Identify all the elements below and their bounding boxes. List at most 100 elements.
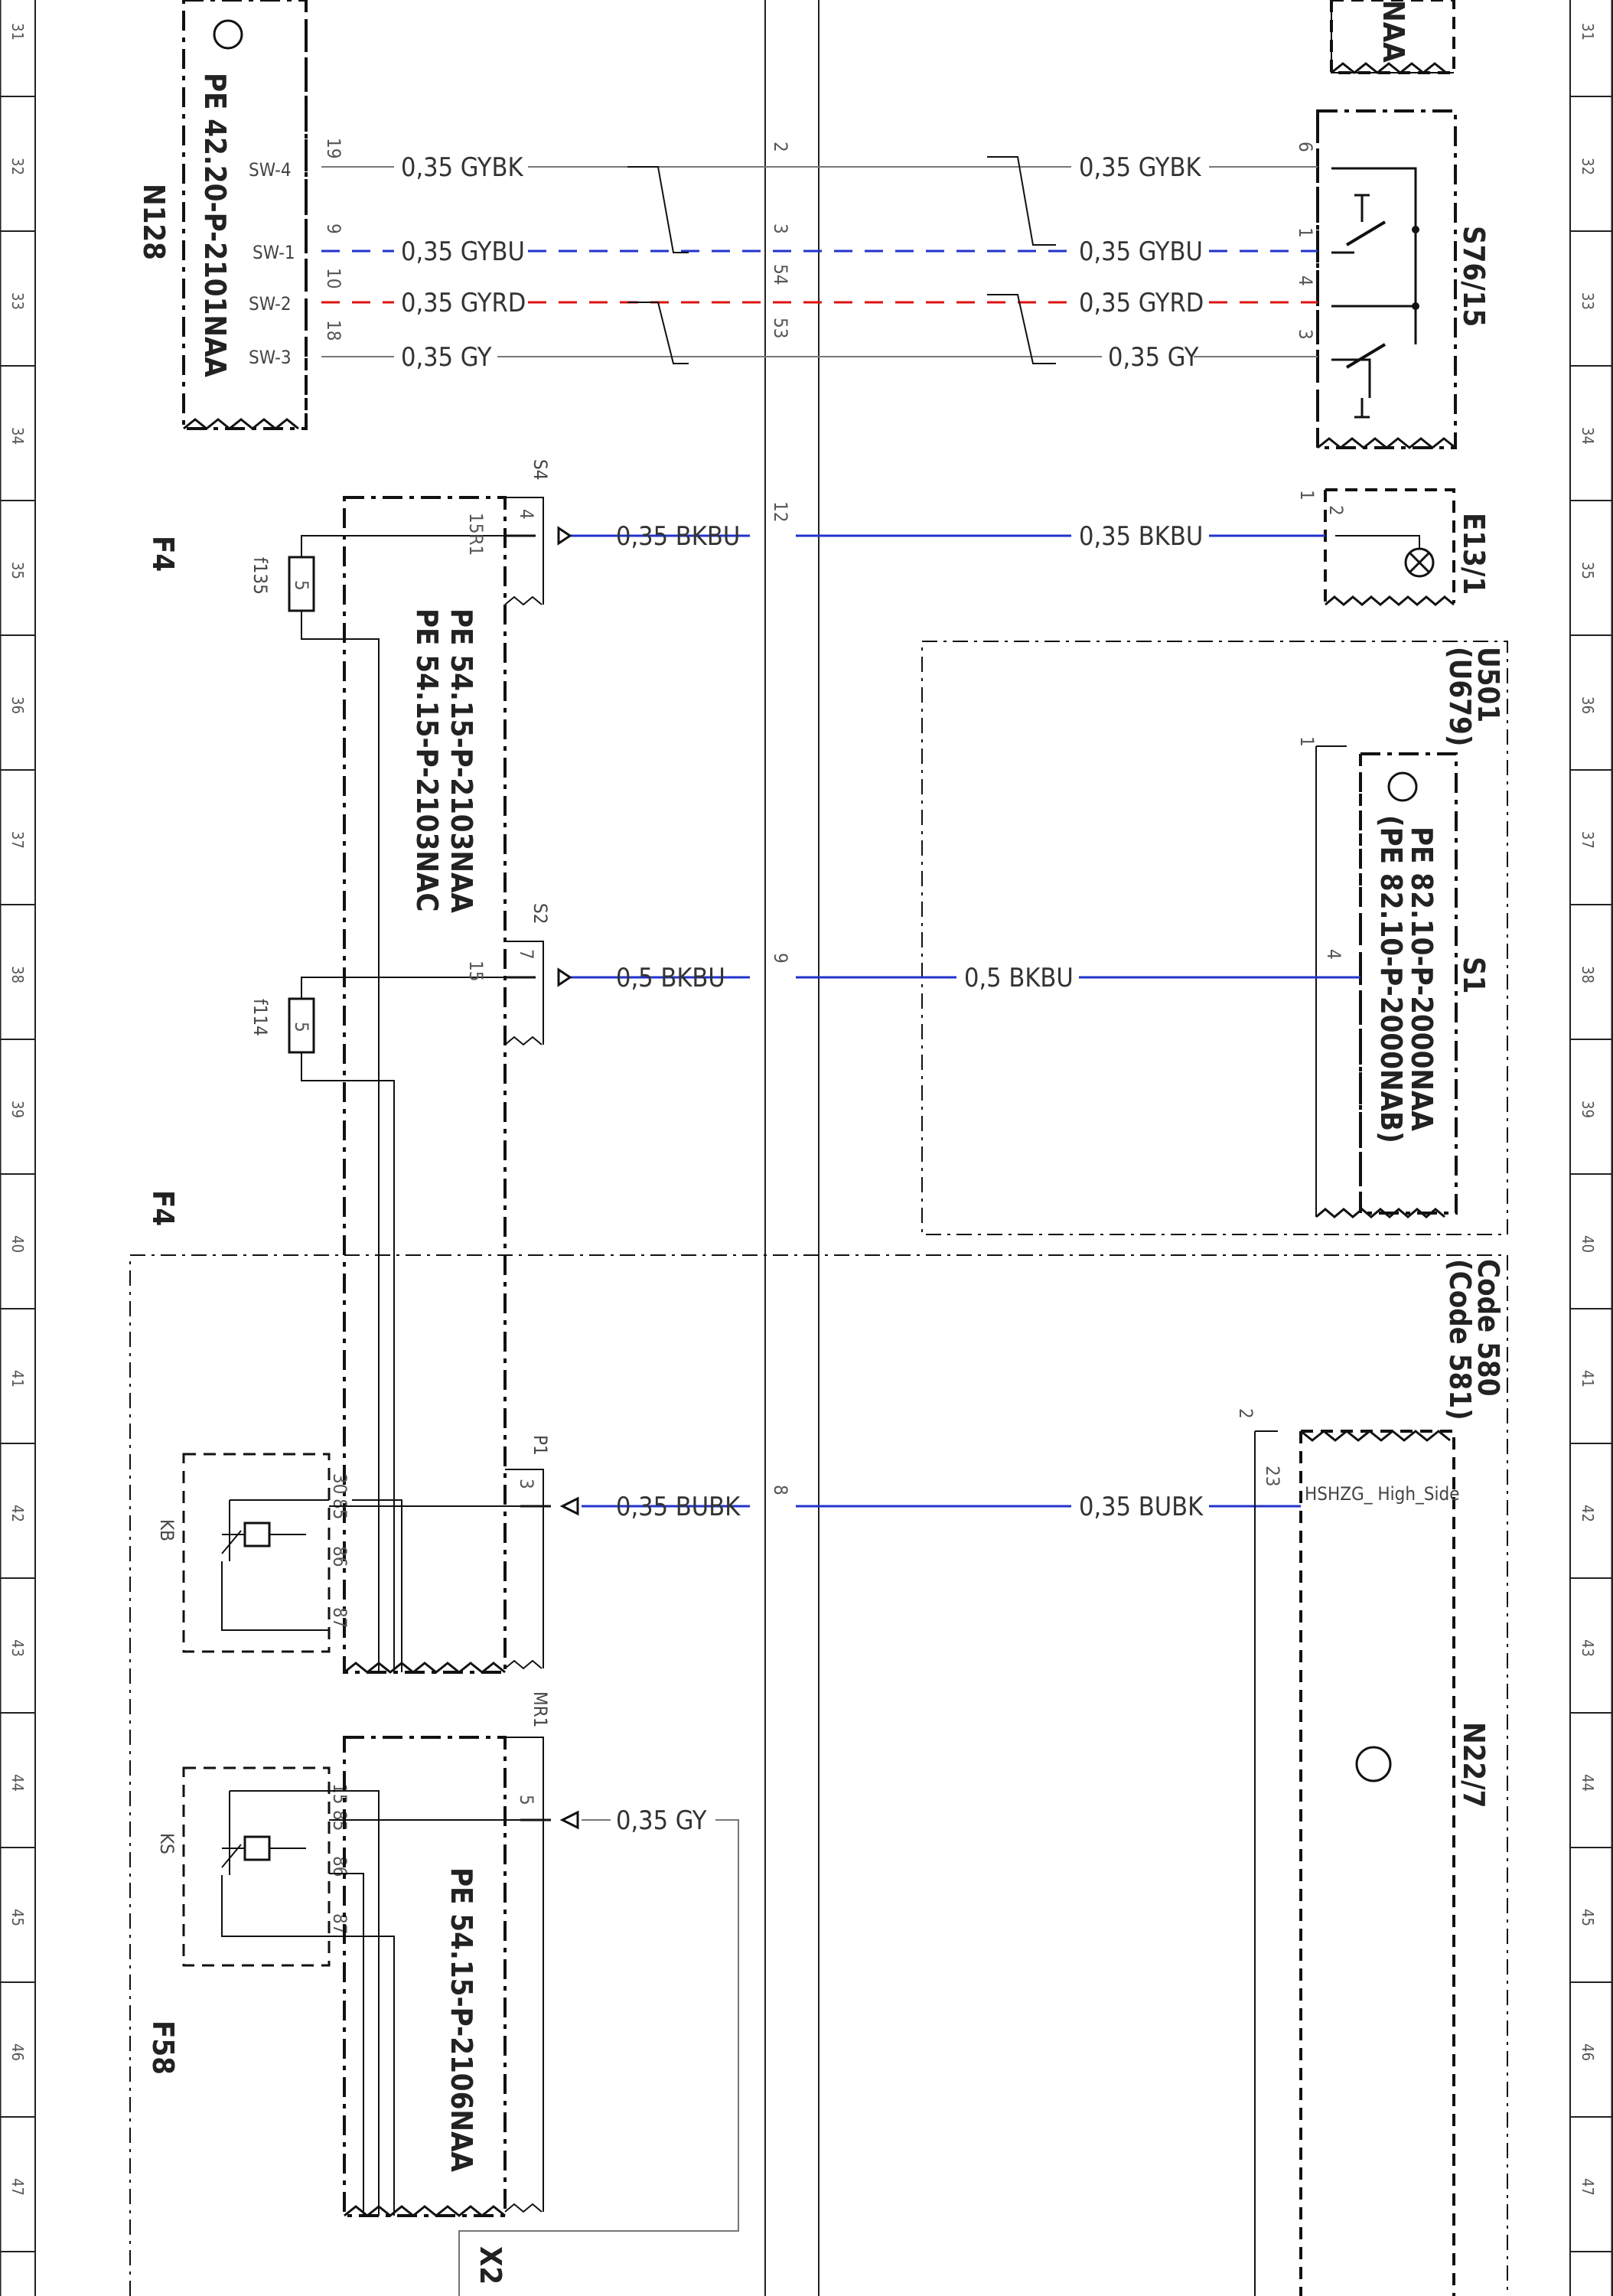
sep-pin-2: 2 [770,142,791,152]
relay-ks-pin-15: 15 [329,1783,350,1804]
u501-area: U501 (U679) [921,641,1508,1235]
relay-kb-pin-85: 85 [329,1499,350,1519]
grid-row-label: 35 [8,562,27,579]
grid-row-label: 31 [8,23,27,41]
x2-fragment-label: X2 [474,2246,507,2285]
relay-kb-pin-86: 86 [329,1546,350,1567]
grid-row-label: 37 [1579,831,1597,849]
grid-row-label: 42 [1579,1505,1597,1522]
sep-pin-12: 12 [770,501,791,522]
top-right-fragment-label: NAA [1377,0,1410,63]
grid-row-label: 39 [1579,1101,1597,1118]
f4-terminal-15: 15 [465,960,487,981]
f58-ref: F58 [146,2020,180,2075]
wire-label-bkbu1-left: 0,35 BKBU [616,521,740,552]
e13-1-ref: E13/1 [1457,513,1491,595]
grid-row-label: 38 [1579,966,1597,983]
n22-7-module: N22/7 2 23 HSHZG_ High_Side [1235,1408,1491,2296]
s1-module: S1 PE 82.10-P-2000NAA (PE 82.10-P-2000NA… [1296,736,1491,1218]
top-right-module-fragment: NAA [1330,0,1455,74]
grid-row-label: 31 [1579,23,1597,41]
wire-label-gyrd-right: 0,35 GYRD [1079,288,1204,318]
connector-s2-pin: 7 [516,949,537,960]
relay-kb: KB 30 85 86 87 [156,1453,350,1653]
wire-label-bubk-right: 0,35 BUBK [1079,1492,1204,1522]
n22-7-ref: N22/7 [1457,1722,1491,1808]
transistor-icon [213,19,243,50]
u501-alt: (U679) [1443,647,1477,746]
grid-row-label: 33 [1579,292,1597,310]
s76-15-pin-3: 3 [1295,329,1316,340]
grid-row-label: 44 [8,1774,27,1792]
grid-row-label: 40 [8,1235,27,1253]
n22-7-pin-label: HSHZG_ High_Side [1305,1483,1460,1505]
f4-top-ref: F4 [146,536,180,572]
grid-row-label: 41 [1579,1370,1597,1388]
grid-row-label: 34 [1579,427,1597,445]
connector-mr1-ref: MR1 [530,1691,551,1727]
wire-label-bkbu1-right: 0,35 BKBU [1079,521,1203,552]
grid-row-label: 36 [1579,696,1597,714]
sep-pin-54: 54 [770,264,791,285]
relay-kb-pin-30: 30 [329,1473,350,1494]
connector-s4-ref: S4 [530,459,551,480]
n128-pin-19: 19 [323,138,344,158]
f4-terminal-15r1: 15R1 [465,513,487,556]
connector-s4: S4 4 [504,459,572,606]
f4-fuse-box-top: F4 PE 54.15-P-2103NAA PE 54.15-P-2103NAC… [146,496,520,1674]
connector-s2-ref: S2 [530,903,551,924]
s76-15-pin-4: 4 [1295,276,1316,286]
relay-kb-ref: KB [156,1519,178,1541]
grid-row-label: 44 [1579,1774,1597,1792]
relay-ks: KS 15 85 86 87 [156,1766,350,1967]
grid-row-label: 39 [8,1101,27,1118]
e13-1-pin-2: 2 [1325,505,1347,516]
grid-row-label: 41 [8,1370,27,1388]
n128-pin-18: 18 [323,320,344,341]
grid-row-label: 32 [8,158,27,175]
relay-ks-pin-87: 87 [329,1913,350,1934]
sep-pin-9: 9 [770,953,791,964]
f4-doc-1: PE 54.15-P-2103NAA [445,608,478,913]
connector-mr1: MR1 5 [504,1691,579,2213]
s76-15-switch: S76/15 6 1 4 3 [1295,109,1491,449]
wire-label-gybu-right: 0,35 GYBU [1079,236,1203,267]
fuse-f114-name: f114 [249,999,271,1036]
wire-label-gy-right: 0,35 GY [1108,342,1199,373]
grid-row-label: 37 [8,831,27,849]
sep-pin-53: 53 [770,318,791,338]
f58-fuse-box: F58 PE 54.15-P-2106NAA [146,1736,507,2217]
wire-label-gybk-left: 0,35 GYBK [401,152,523,183]
relay-ks-ref: KS [156,1833,178,1854]
n128-pin-name-sw4: SW-4 [249,159,292,181]
grid-row-label: 47 [1579,2178,1597,2196]
n128-module: PE 42.20-P-2101NAA N128 SW-4 SW-1 SW-2 S… [137,0,344,430]
grid-row-label: 35 [1579,562,1597,579]
grid-row-label: 47 [8,2178,27,2196]
s1-doc-1: PE 82.10-P-2000NAA [1405,827,1439,1131]
code-580-label: Code 580 [1471,1259,1505,1397]
grid-row-label: 40 [1579,1235,1597,1253]
grid-row-label: 45 [8,1909,27,1926]
e13-1-pin-1: 1 [1296,490,1318,501]
connector-p1-ref: P1 [530,1435,551,1456]
transistor-icon [1355,1746,1392,1782]
f58-doc: PE 54.15-P-2106NAA [445,1867,478,2172]
n128-ref: N128 [137,184,171,260]
sep-pin-3: 3 [770,223,791,234]
connector-s2: S2 7 [504,903,572,1046]
grid-row-label: 36 [8,696,27,714]
grid-row-label: 46 [1579,2043,1597,2061]
grid-row-label: 42 [8,1505,27,1522]
transistor-icon [1387,771,1418,802]
grid-row-label: 46 [8,2043,27,2061]
wire-label-gy-left: 0,35 GY [401,342,492,373]
s76-15-pin-6: 6 [1295,142,1316,152]
wire-label-bkbu2-right: 0,5 BKBU [964,963,1074,993]
n128-pin-name-sw1: SW-1 [253,242,295,263]
s76-15-ref: S76/15 [1457,226,1491,327]
connector-mr1-pin: 5 [516,1795,537,1805]
wire-label-bkbu2-left: 0,5 BKBU [616,963,725,993]
